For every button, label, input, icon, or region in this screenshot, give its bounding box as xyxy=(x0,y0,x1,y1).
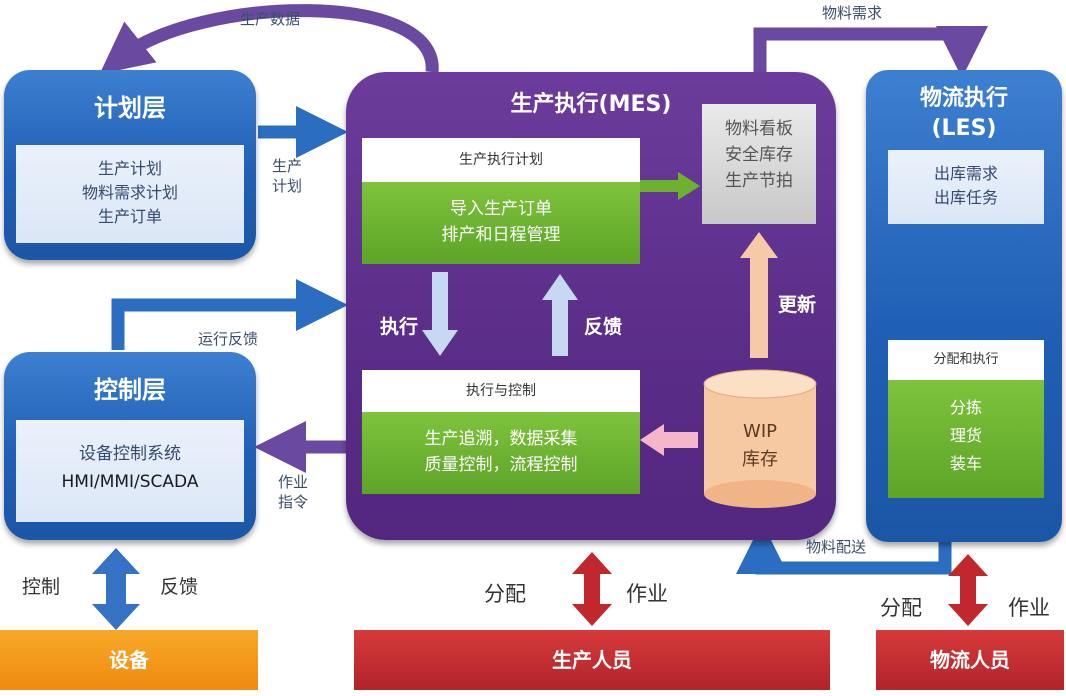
production-plan-label-line: 计划 xyxy=(272,177,303,195)
equipment-double-arrow xyxy=(92,548,140,630)
work-label-2: 作业 xyxy=(1008,596,1050,620)
work-order-label-line: 作业 xyxy=(278,473,309,491)
material-delivery-label: 物料配送 xyxy=(806,538,867,556)
wip-cylinder xyxy=(703,369,817,508)
equipment-bar: 设备 xyxy=(0,630,258,690)
logistics-staff-bar: 物流人员 xyxy=(876,630,1064,690)
les-top-item: 出库任务 xyxy=(933,188,998,207)
control-items: 设备控制系统 HMI/MMI/SCADA xyxy=(16,420,244,522)
board-item: 物料看板 xyxy=(725,119,793,139)
work-label-1: 作业 xyxy=(626,582,668,606)
feedback-label: 反馈 xyxy=(584,316,623,338)
execute-label: 执行 xyxy=(380,316,419,338)
les-dist-item: 理货 xyxy=(949,426,982,445)
logistics-staff-double-arrow xyxy=(948,554,988,626)
wip-item: WIP xyxy=(743,421,777,442)
production-data-arrow xyxy=(99,4,439,75)
work-order-label-line: 指令 xyxy=(278,493,309,511)
planning-item: 生产计划 xyxy=(97,159,162,178)
control-label: 控制 xyxy=(22,576,61,598)
board-item: 安全库存 xyxy=(725,145,793,165)
planning-items: 生产计划 物料需求计划 生产订单 xyxy=(16,145,244,243)
plan-to-board-arrow xyxy=(640,172,700,200)
mes-plan-header: 生产执行计划 xyxy=(362,138,640,182)
wip-label: WIP 库存 xyxy=(704,418,816,474)
mes-exec-header: 执行与控制 xyxy=(362,370,640,412)
assign-label-2: 分配 xyxy=(880,596,922,620)
run-feedback-arrow xyxy=(111,279,348,350)
material-demand-arrow xyxy=(753,26,988,78)
les-top-items: 出库需求 出库任务 xyxy=(888,150,1044,224)
wip-item: 库存 xyxy=(742,449,778,470)
planning-item: 生产订单 xyxy=(97,207,162,226)
planning-layer: 计划层 生产计划 物料需求计划 生产订单 xyxy=(4,70,256,260)
control-item: HMI/MMI/SCADA xyxy=(61,472,199,492)
les-title-line: 物流执行 xyxy=(919,86,1008,111)
les-title: 物流执行 (LES) xyxy=(866,84,1062,144)
update-up-arrow xyxy=(740,232,778,358)
feedback-bottom-label: 反馈 xyxy=(160,576,199,598)
production-plan-label: 生产 计划 xyxy=(272,156,302,196)
les-block: 物流执行 (LES) 出库需求 出库任务 分配和执行 分拣 理货 装车 xyxy=(866,70,1062,542)
planning-layer-title: 计划层 xyxy=(94,94,166,122)
control-item: 设备控制系统 xyxy=(79,444,181,464)
execute-down-arrow xyxy=(422,272,458,356)
work-order-label: 作业 指令 xyxy=(278,472,308,512)
control-layer-title: 控制层 xyxy=(94,376,166,404)
wip-to-exec-arrow xyxy=(640,424,698,456)
material-delivery-arrow xyxy=(736,522,952,575)
mes-exec-body: 生产追溯，数据采集 质量控制，流程控制 xyxy=(362,412,640,494)
update-label: 更新 xyxy=(778,294,817,316)
mes-plan-item: 排产和日程管理 xyxy=(441,225,561,245)
les-dist-body: 分拣 理货 装车 xyxy=(888,380,1044,498)
run-feedback-label: 运行反馈 xyxy=(198,330,259,348)
les-dist-header: 分配和执行 xyxy=(888,340,1044,380)
mes-title: 生产执行(MES) xyxy=(510,92,672,117)
production-staff-bar: 生产人员 xyxy=(354,630,830,690)
material-demand-label: 物料需求 xyxy=(822,4,883,22)
planning-item: 物料需求计划 xyxy=(81,183,178,202)
mes-exec-item: 质量控制，流程控制 xyxy=(424,455,578,475)
production-plan-label-line: 生产 xyxy=(272,157,303,175)
control-layer: 控制层 设备控制系统 HMI/MMI/SCADA xyxy=(4,352,256,540)
feedback-up-arrow xyxy=(542,274,578,356)
production-staff-double-arrow xyxy=(572,552,612,626)
assign-label-1: 分配 xyxy=(484,582,526,606)
les-title-line: (LES) xyxy=(931,116,997,141)
les-dist-item: 分拣 xyxy=(949,398,982,417)
mes-exec-item: 生产追溯，数据采集 xyxy=(424,429,578,449)
production-data-label: 生产数据 xyxy=(240,10,301,28)
material-board: 物料看板 安全库存 生产节拍 xyxy=(702,104,816,224)
board-item: 生产节拍 xyxy=(725,171,793,191)
mes-plan-item: 导入生产订单 xyxy=(450,199,552,219)
les-dist-item: 装车 xyxy=(949,454,982,473)
mes-plan-body: 导入生产订单 排产和日程管理 xyxy=(362,182,640,264)
les-top-item: 出库需求 xyxy=(933,164,998,183)
